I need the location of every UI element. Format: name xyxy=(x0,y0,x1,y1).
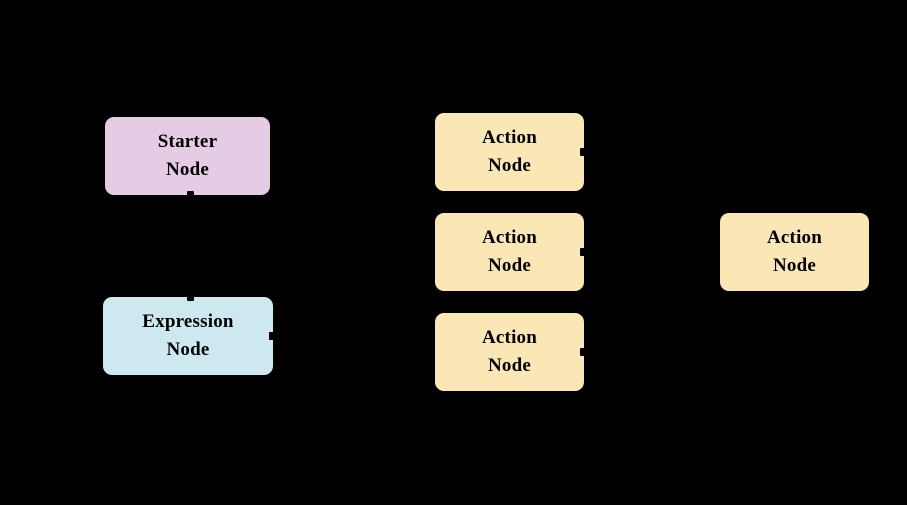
node-action-1[interactable]: Action Node xyxy=(435,113,584,191)
node-expression[interactable]: Expression Node xyxy=(103,297,273,375)
node-action-4-label-line2: Node xyxy=(772,255,817,276)
node-action-3[interactable]: Action Node xyxy=(435,313,584,391)
node-starter-label-line1: Starter xyxy=(157,131,218,153)
node-expression-label-line1: Expression xyxy=(142,311,234,333)
node-action-3-label-line1: Action xyxy=(481,327,538,349)
port-action-3-right[interactable] xyxy=(580,348,587,356)
node-action-4-label-line1: Action xyxy=(766,227,823,249)
node-action-3-label-line2: Node xyxy=(487,355,532,376)
node-action-4[interactable]: Action Node xyxy=(720,213,869,291)
node-action-2-label-line1: Action xyxy=(481,227,538,249)
node-action-1-label-line2: Node xyxy=(487,155,532,176)
port-expression-right[interactable] xyxy=(269,332,276,340)
port-action-1-right[interactable] xyxy=(580,148,587,156)
node-action-1-label-line1: Action xyxy=(481,127,538,149)
node-expression-label-line2: Node xyxy=(166,339,210,360)
port-action-2-right[interactable] xyxy=(580,248,587,256)
node-starter-label-line2: Node xyxy=(165,159,210,180)
edge-expression-to-action-1 xyxy=(273,151,431,337)
edge-expression-to-action-2 xyxy=(273,251,431,337)
edge-expression-to-action-3 xyxy=(273,335,431,353)
node-action-2-label-line2: Node xyxy=(487,255,532,276)
node-starter[interactable]: Starter Node xyxy=(105,117,270,195)
node-action-2[interactable]: Action Node xyxy=(435,213,584,291)
port-starter-bottom[interactable] xyxy=(187,191,194,199)
port-expression-top[interactable] xyxy=(187,293,194,301)
